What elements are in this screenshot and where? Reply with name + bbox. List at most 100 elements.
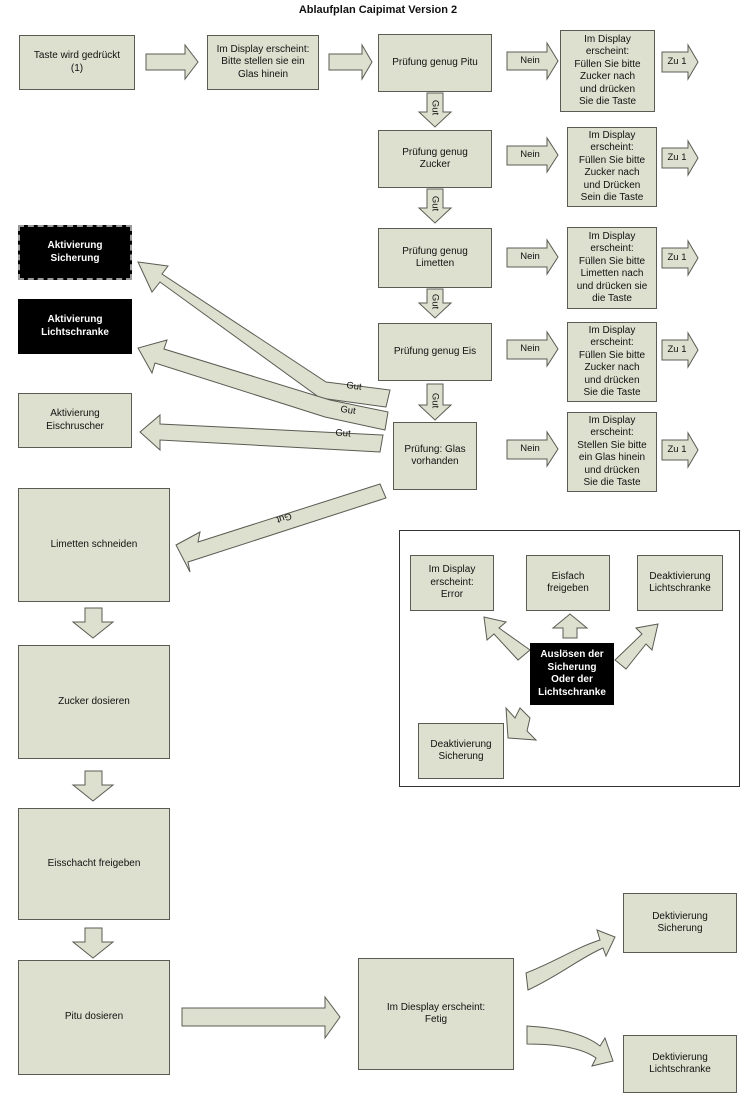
- panel-box-deakt-licht-text: Deaktivierung Lichtschranke: [649, 570, 711, 595]
- box-pitu-dosieren-text: Pitu dosieren: [64, 1011, 124, 1023]
- box-eisschacht: Eisschacht freigeben: [18, 808, 170, 920]
- label-nein-5: Nein: [520, 443, 540, 454]
- arrow-nein-eis: [506, 330, 559, 368]
- box-zucker-dosieren-text: Zucker dosieren: [58, 695, 130, 707]
- box-pruef-glas: Prüfung: Glas vorhanden: [393, 422, 477, 490]
- box-zucker-dosieren: Zucker dosieren: [18, 645, 170, 759]
- panel-box-error: Im Display erscheint: Error: [410, 555, 494, 611]
- arrow-display-to-pitu: [328, 43, 373, 81]
- arrow-zu1-a: [661, 43, 699, 81]
- box-pruef-limetten-text: Prüfung genug Limetten: [402, 245, 468, 270]
- box-msg-limetten-text: Im Display erscheint: Füllen Sie bitte L…: [576, 230, 648, 305]
- label-gut-down-3: Gut: [429, 293, 441, 310]
- panel-box-ausloesen: Auslösen der Sicherung Oder der Lichtsch…: [530, 643, 614, 705]
- box-akt-lichtschranke-text: Aktivierung Lichtschranke: [41, 314, 109, 338]
- box-msg-limetten: Im Display erscheint: Füllen Sie bitte L…: [567, 227, 657, 309]
- panel-box-ausloesen-text: Auslösen der Sicherung Oder der Lichtsch…: [538, 649, 606, 698]
- box-akt-eis: Aktivierung Eischruscher: [18, 393, 132, 448]
- label-zu1-b: Zu 1: [667, 152, 687, 163]
- box-msg-glas: Im Display erscheint: Stellen Sie bitte …: [567, 412, 657, 492]
- arrow-down-2: [71, 770, 115, 802]
- arrow-gut-limetten: [175, 483, 387, 573]
- box-pruef-limetten: Prüfung genug Limetten: [378, 228, 492, 288]
- box-dekt-sicherung-text: Dektivierung Sicherung: [652, 910, 708, 935]
- arrow-zu1-d: [661, 331, 699, 369]
- box-akt-sicherung: Aktivierung Sicherung: [18, 225, 132, 280]
- box-taste-text: Taste wird gedrückt (1): [33, 50, 121, 74]
- box-msg-eis-text: Im Display erscheint: Füllen Sie bitte Z…: [578, 324, 646, 399]
- arrow-panel-deakt-licht: [614, 623, 659, 670]
- label-gut-down-2: Gut: [429, 195, 441, 212]
- panel-box-freigeben: Eisfach freigeben: [526, 555, 610, 611]
- panel-box-deakt-sich-text: Deaktivierung Sicherung: [430, 738, 492, 763]
- label-zu1-c: Zu 1: [667, 252, 687, 263]
- box-display-fertig-text: Im Diesplay erscheint: Fetig: [386, 1001, 486, 1026]
- arrow-panel-freigeben: [551, 613, 589, 639]
- label-gut-down-1: Gut: [429, 99, 441, 116]
- arrow-gut-eis: [139, 413, 384, 453]
- box-pruef-glas-text: Prüfung: Glas vorhanden: [404, 443, 466, 468]
- label-nein-1: Nein: [520, 55, 540, 66]
- box-pitu-dosieren: Pitu dosieren: [18, 960, 170, 1075]
- label-nein-2: Nein: [520, 149, 540, 160]
- arrow-to-dekt-lichtschranke: [526, 1025, 614, 1067]
- box-pruef-pitu: Prüfung genug Pitu: [378, 34, 492, 92]
- box-display-glas-text: Im Display erscheint: Bitte stellen sie …: [216, 43, 310, 80]
- box-msg-pitu-text: Im Display erscheint: Füllen Sie bitte Z…: [574, 33, 641, 108]
- box-msg-zucker: Im Display erscheint: Füllen Sie bitte Z…: [567, 127, 657, 207]
- error-panel-frame: [399, 530, 740, 787]
- box-eisschacht-text: Eisschacht freigeben: [47, 857, 141, 869]
- arrow-panel-error: [483, 616, 531, 661]
- panel-box-deakt-sich: Deaktivierung Sicherung: [418, 723, 504, 779]
- box-taste: Taste wird gedrückt (1): [19, 35, 135, 90]
- box-pruef-zucker-text: Prüfung genug Zucker: [402, 146, 468, 171]
- arrow-zu1-e: [661, 431, 699, 469]
- box-msg-pitu: Im Display erscheint: Füllen Sie bitte Z…: [560, 30, 655, 112]
- label-gut-down-4: Gut: [429, 392, 441, 409]
- label-nein-4: Nein: [520, 343, 540, 354]
- panel-box-error-text: Im Display erscheint: Error: [428, 564, 476, 601]
- box-akt-sicherung-text: Aktivierung Sicherung: [47, 240, 103, 264]
- box-pruef-eis: Prüfung genug Eis: [378, 323, 492, 381]
- box-pruef-zucker: Prüfung genug Zucker: [378, 130, 492, 188]
- arrow-gut-zucker: [417, 188, 453, 224]
- arrow-taste-to-display: [145, 43, 199, 81]
- label-zu1-d: Zu 1: [667, 344, 687, 355]
- arrow-gut-limetten: [417, 288, 453, 319]
- box-zu1-a: [662, 45, 668, 51]
- arrow-gut-eis: [417, 383, 453, 421]
- diagram-title: Ablaufplan Caipimat Version 2: [298, 4, 458, 16]
- box-msg-zucker-text: Im Display erscheint: Füllen Sie bitte Z…: [578, 129, 646, 204]
- label-gut-eis: Gut: [334, 427, 352, 440]
- arrow-zu1-b: [661, 139, 699, 177]
- arrow-nein-limetten: [506, 238, 559, 276]
- box-dekt-sicherung: Dektivierung Sicherung: [623, 893, 737, 953]
- arrow-pitu-to-display: [181, 995, 341, 1040]
- arrow-gut-lichtschranke: [137, 339, 389, 431]
- box-pruef-eis-text: Prüfung genug Eis: [393, 345, 477, 357]
- label-zu1-e: Zu 1: [667, 444, 687, 455]
- box-akt-lichtschranke: Aktivierung Lichtschranke: [18, 299, 132, 354]
- arrow-down-1: [71, 607, 115, 639]
- box-pruef-pitu-text: Prüfung genug Pitu: [392, 56, 478, 68]
- box-msg-glas-text: Im Display erscheint: Stellen Sie bitte …: [577, 414, 647, 489]
- arrow-zu1-c: [661, 239, 699, 277]
- label-nein-3: Nein: [520, 251, 540, 262]
- box-msg-eis: Im Display erscheint: Füllen Sie bitte Z…: [567, 322, 657, 402]
- box-akt-eis-text: Aktivierung Eischruscher: [46, 408, 104, 432]
- arrow-down-3: [71, 927, 115, 959]
- panel-box-deakt-licht: Deaktivierung Lichtschranke: [637, 555, 723, 611]
- box-display-glas: Im Display erscheint: Bitte stellen sie …: [207, 35, 319, 90]
- box-display-fertig: Im Diesplay erscheint: Fetig: [358, 958, 514, 1070]
- box-limetten-schneiden-text: Limetten schneiden: [50, 538, 138, 550]
- arrow-gut-sicherung: [137, 261, 391, 408]
- panel-box-freigeben-text: Eisfach freigeben: [547, 570, 589, 595]
- arrow-gut-pitu: [417, 92, 453, 128]
- arrow-panel-deakt-sich: [505, 706, 538, 741]
- label-zu1-a: Zu 1: [667, 56, 687, 67]
- box-dekt-lichtschranke-text: Dektivierung Lichtschranke: [649, 1051, 711, 1076]
- arrow-nein-glas: [506, 430, 559, 468]
- box-limetten-schneiden: Limetten schneiden: [18, 488, 170, 602]
- arrow-to-dekt-sicherung: [525, 929, 616, 991]
